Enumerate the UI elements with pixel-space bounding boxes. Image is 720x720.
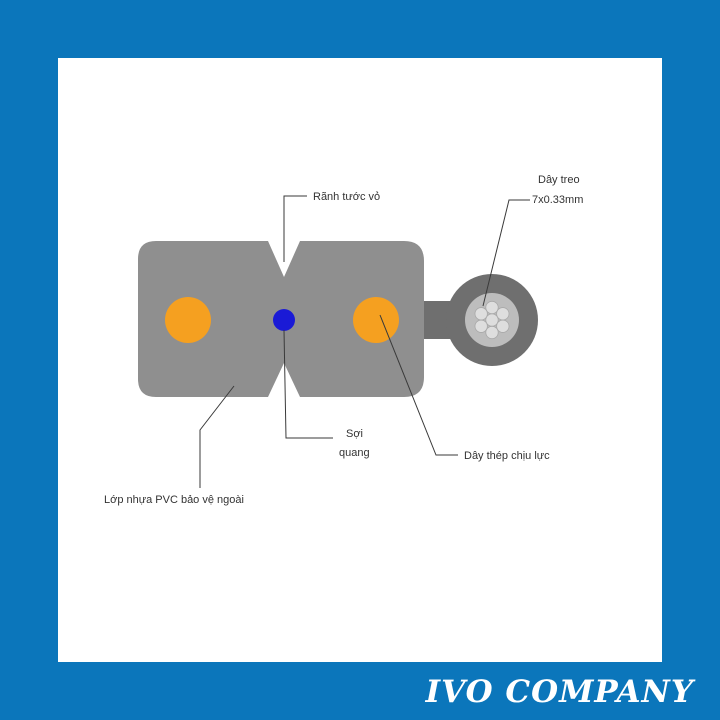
messenger-strand xyxy=(496,307,510,321)
messenger-strand xyxy=(474,319,488,333)
label-fiber-line2: quang xyxy=(339,447,370,459)
messenger-strands xyxy=(474,300,510,340)
messenger-strand xyxy=(474,307,488,321)
leader-fiber xyxy=(283,329,333,439)
steel-strength-member-left xyxy=(165,297,211,343)
label-messenger-line1: Dây treo xyxy=(538,174,580,186)
label-groove: Rãnh tước vỏ xyxy=(313,191,380,203)
leader-messenger xyxy=(482,199,530,307)
messenger-strand xyxy=(496,319,510,333)
steel-strength-member-right xyxy=(353,297,399,343)
label-jacket: Lớp nhựa PVC bảo vệ ngoài xyxy=(104,494,244,506)
optical-fiber xyxy=(273,309,295,331)
leader-jacket xyxy=(199,385,235,488)
messenger-strand xyxy=(485,313,499,327)
leader-lines xyxy=(199,195,530,488)
label-steel: Dây thép chịu lực xyxy=(464,450,550,462)
messenger-strand xyxy=(485,325,499,340)
brand-name: IVO COMPANY xyxy=(425,674,694,710)
label-fiber-line1: Sợi xyxy=(346,428,363,440)
messenger-strand xyxy=(485,300,499,315)
leader-groove xyxy=(283,195,307,262)
label-messenger-line2: 7x0.33mm xyxy=(532,194,583,206)
leader-steel xyxy=(379,314,458,456)
